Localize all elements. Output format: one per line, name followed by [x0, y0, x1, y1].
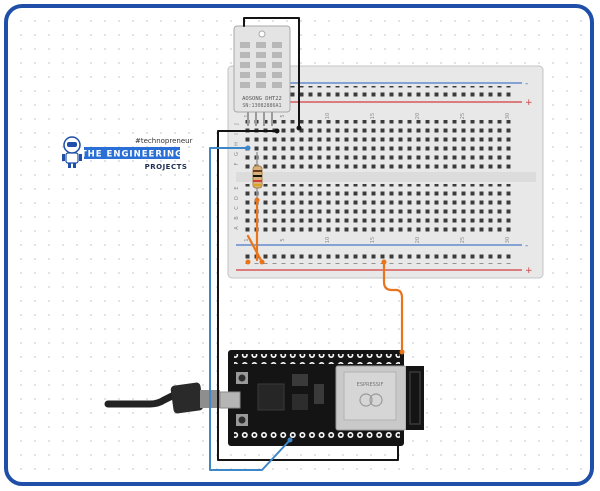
logo: #technopreneur THE ENGINEERING PROJECTS [62, 136, 193, 171]
center-channel [236, 172, 536, 182]
rail-plus-top: + [525, 98, 533, 108]
bottom-rail-holes [244, 250, 514, 264]
rail-plus-bottom: + [525, 266, 533, 276]
column-number-bottom: 10 [325, 237, 331, 243]
esp32-top-pin-row [234, 354, 400, 364]
esp32-usb-chip [257, 383, 285, 411]
sensor-label-serial: SN:13082886A1 [242, 103, 281, 109]
row-letter: F [234, 162, 240, 165]
wire-black-top [243, 17, 300, 129]
esp32-board: ESPRESSIF [219, 350, 424, 446]
row-letter: B [234, 216, 240, 220]
dht22-sensor: AOSONG DHT22 SN:13082886A1 [233, 25, 291, 126]
row-letter: I [234, 133, 240, 134]
top-terminal-holes [244, 120, 514, 170]
row-letter: E [234, 186, 240, 189]
column-number-top: 5 [280, 114, 286, 117]
column-number-top: 25 [460, 113, 466, 119]
top-rail-holes [244, 86, 514, 100]
row-letter: H [234, 142, 240, 146]
row-letter: C [234, 206, 240, 210]
wire-black-ground [217, 130, 399, 461]
logo-banner [84, 147, 180, 159]
logo-tagline: #technopreneur [135, 137, 193, 145]
row-letter: G [234, 152, 240, 156]
column-number-bottom: 5 [280, 238, 286, 241]
wire-endpoints [245, 125, 405, 447]
logo-line1: THE ENGINEERING [81, 150, 183, 160]
wires [209, 17, 404, 471]
column-number-bottom: 1 [244, 238, 250, 241]
micro-usb-port [219, 391, 241, 409]
wire-blue-data [209, 147, 291, 471]
column-number-bottom: 20 [415, 237, 421, 243]
column-number-top: 15 [370, 113, 376, 119]
sensor-label-model: AOSONG DHT22 [242, 96, 282, 102]
row-letters: J I H G F E D C B A [234, 123, 240, 229]
column-number-bottom: 30 [505, 237, 511, 243]
resistor [252, 152, 263, 200]
bottom-terminal-holes [244, 184, 514, 234]
esp32-bottom-pin-row [234, 432, 400, 442]
row-letter: J [234, 123, 240, 125]
rail-minus-bottom: - [525, 241, 528, 251]
column-number-top: 20 [415, 113, 421, 119]
column-number-bottom: 25 [460, 237, 466, 243]
row-letter: D [234, 196, 240, 200]
module-brand-label: ESPRESSIF [357, 382, 384, 388]
wire-orange-jumper [246, 234, 264, 264]
column-number-top: 30 [505, 113, 511, 119]
logo-line2: PROJECTS [145, 163, 188, 171]
robot-mascot-icon [62, 136, 82, 168]
rail-minus-top: - [525, 79, 528, 89]
row-letter: A [234, 226, 240, 230]
wire-orange-vcc [382, 260, 404, 354]
column-number-top: 10 [325, 113, 331, 119]
column-number-bottom: 15 [370, 237, 376, 243]
